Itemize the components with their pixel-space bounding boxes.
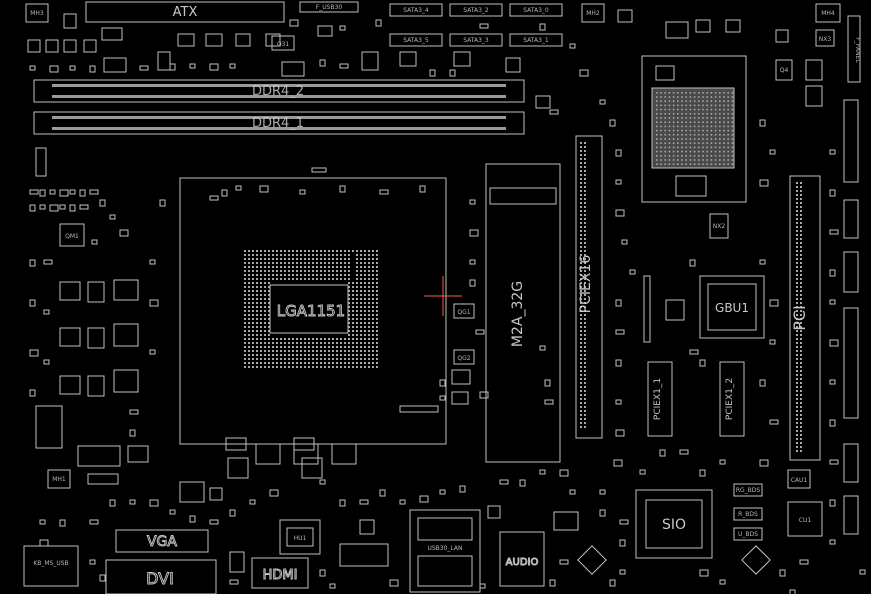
right-headers — [843, 99, 859, 535]
cu1-label: CU1 — [799, 517, 812, 524]
usb-lan-label: USB30_LAN — [427, 545, 462, 552]
atx-connector: ATX — [85, 1, 285, 23]
socket-label: LGA1151 — [277, 302, 345, 320]
pciex16-label: PCIEX16 — [578, 255, 594, 314]
hu1-label: HU1 — [294, 535, 307, 542]
audio-label: AUDIO — [506, 557, 539, 568]
svg-text:U_BDS: U_BDS — [738, 531, 758, 538]
svg-text:MH2: MH2 — [586, 10, 600, 17]
svg-text:RG_BDS: RG_BDS — [736, 487, 761, 494]
ddr4-1-slot: DDR4_1 — [33, 111, 525, 135]
sata-label: SATA3_2 — [463, 7, 489, 14]
dvi-label: DVI — [146, 569, 174, 588]
q4-label: Q4 — [780, 67, 789, 74]
gbu1-label: GBU1 — [715, 301, 749, 315]
f-panel-header: F_PANEL — [847, 15, 861, 83]
pciex1-1-label: PCIEX1_1 — [653, 378, 663, 420]
mount-hole-mh4: MH4 — [815, 3, 841, 23]
f-panel-label: F_PANEL — [854, 37, 861, 63]
dvi-port: DVI — [105, 559, 217, 594]
usb30-lan-port: USB30_LAN — [409, 509, 481, 593]
pci-slot: PCI — [789, 175, 821, 461]
ddr4-2-slot: DDR4_2 — [33, 79, 525, 103]
bios-parts: RG_BDS R_BDS U_BDS — [229, 483, 771, 575]
ddr4-2-label: DDR4_2 — [252, 84, 304, 99]
sata-label: SATA3_1 — [523, 37, 549, 44]
svg-text:NX3: NX3 — [819, 36, 832, 43]
pciex1-2-label: PCIEX1_2 — [725, 378, 735, 420]
m2-slot: M2A_32G QG1 QG2 — [451, 163, 561, 463]
passive-components — [29, 19, 866, 594]
lan-chip — [339, 519, 389, 567]
hu1-chip: HU1 — [279, 519, 321, 555]
svg-text:MH3: MH3 — [30, 10, 44, 17]
m2-label: M2A_32G — [510, 281, 526, 347]
svg-text:CAU1: CAU1 — [791, 477, 808, 484]
sata-connectors: SATA3_4 SATA3_2 SATA3_0 SATA3_5 SATA3_3 … — [389, 3, 563, 47]
kb-ms-usb-label: KB_MS_USB — [33, 560, 68, 567]
pciex1-2-slot: PCIEX1_2 — [719, 361, 745, 437]
hdmi-label: HDMI — [263, 568, 298, 583]
svg-text:QM1: QM1 — [65, 233, 79, 240]
mount-hole-mh1: MH1 — [47, 469, 71, 489]
vga-port: VGA — [115, 529, 209, 553]
hdmi-port: HDMI — [251, 557, 309, 589]
sata-label: SATA3_5 — [403, 37, 429, 44]
cpu-socket: LGA1151 — [179, 167, 462, 445]
sio-chip: SIO — [635, 489, 713, 559]
vrm-parts: QM1 — [35, 147, 149, 485]
ddr4-1-label: DDR4_1 — [252, 116, 304, 131]
svg-text:MH1: MH1 — [52, 476, 66, 483]
f-usb30-header: F_USB30 — [299, 1, 359, 13]
sio-label: SIO — [662, 517, 686, 533]
top-small-parts: Q31 NX3 Q4 — [27, 9, 835, 109]
pciex16-slot: PCIEX16 — [575, 135, 603, 439]
svg-text:R_BDS: R_BDS — [738, 511, 758, 518]
cu1-chip: CU1 CAU1 — [787, 469, 823, 537]
pciex1-1-slot: PCIEX1_1 — [647, 361, 673, 437]
gbu1-chip: GBU1 — [643, 275, 765, 343]
q31-label: Q31 — [277, 41, 290, 48]
svg-text:F_USB30: F_USB30 — [316, 4, 343, 11]
svg-text:QG2: QG2 — [457, 355, 470, 362]
kb-ms-usb-port: KB_MS_USB — [23, 545, 79, 587]
sata-label: SATA3_3 — [463, 37, 489, 44]
svg-text:MH4: MH4 — [821, 10, 835, 17]
nx2-label: NX2 — [713, 223, 726, 230]
audio-jack: AUDIO — [487, 505, 545, 587]
socket-pin-field — [244, 250, 378, 368]
svg-text:QG1: QG1 — [457, 309, 470, 316]
mount-hole-mh3: MH3 — [25, 3, 49, 23]
chipset-bga: NX2 — [641, 55, 747, 239]
sata-label: SATA3_4 — [403, 7, 429, 14]
sata-label: SATA3_0 — [523, 7, 549, 14]
pci-label: PCI — [790, 305, 809, 331]
mount-hole-mh2: MH2 — [581, 3, 605, 23]
vga-label: VGA — [147, 534, 177, 550]
atx-label: ATX — [173, 5, 198, 20]
socket-bottom-parts — [179, 405, 439, 503]
